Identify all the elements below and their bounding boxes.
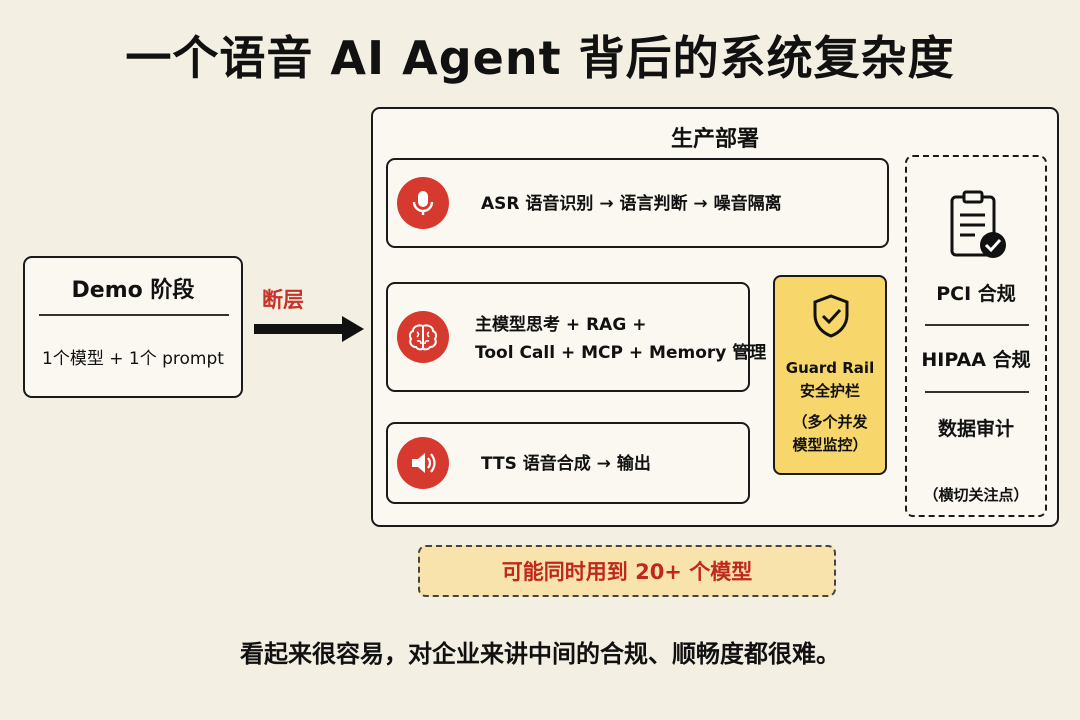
step-tts-text: TTS 语音合成 → 输出	[481, 454, 651, 474]
step-main-model-box: 主模型思考 + RAG + Tool Call + MCP + Memory 管…	[386, 282, 766, 392]
page-title: 一个语音 AI Agent 背后的系统复杂度	[125, 31, 955, 85]
compliance-divider-2	[925, 391, 1029, 393]
compliance-panel: PCI 合规 HIPAA 合规 数据审计 （横切关注点）	[905, 155, 1047, 517]
shield-check-icon	[810, 293, 852, 343]
demo-stage-box: Demo 阶段 1个模型 + 1个 prompt	[23, 256, 243, 398]
demo-stage-description: 1个模型 + 1个 prompt	[42, 349, 224, 369]
compliance-pci: PCI 合规	[936, 283, 1016, 305]
speaker-icon	[397, 437, 449, 489]
clipboard-check-icon	[949, 189, 1011, 267]
step-tts-box: TTS 语音合成 → 输出	[386, 422, 750, 504]
compliance-audit: 数据审计	[937, 418, 1014, 440]
brain-icon	[397, 311, 449, 363]
compliance-note: （横切关注点）	[923, 486, 1029, 504]
step-asr-text: ASR 语音识别 → 语言判断 → 噪音隔离	[481, 194, 782, 214]
guard-rail-note-1: （多个并发	[792, 413, 868, 431]
microphone-icon	[397, 177, 449, 229]
step-asr-box: ASR 语音识别 → 语言判断 → 噪音隔离	[386, 158, 889, 248]
demo-stage-title: Demo 阶段	[71, 278, 195, 303]
step-main-model-line1: 主模型思考 + RAG +	[475, 315, 647, 335]
guard-rail-title: Guard Rail	[785, 359, 875, 377]
demo-divider	[39, 314, 229, 316]
production-title: 生产部署	[670, 127, 759, 152]
gap-label: 断层	[262, 288, 304, 312]
guard-rail-box: Guard Rail 安全护栏 （多个并发 模型监控）	[773, 275, 887, 475]
guard-rail-note-2: 模型监控）	[792, 436, 868, 454]
step-main-model-line2: Tool Call + MCP + Memory 管理	[475, 343, 767, 363]
compliance-divider-1	[925, 324, 1029, 326]
footer-caption: 看起来很容易，对企业来讲中间的合规、顺畅度都很难。	[240, 640, 840, 668]
compliance-hipaa: HIPAA 合规	[921, 349, 1031, 371]
guard-rail-subtitle: 安全护栏	[799, 382, 860, 400]
transition-arrow-icon	[254, 316, 364, 342]
model-count-highlight: 可能同时用到 20+ 个模型	[418, 545, 836, 597]
